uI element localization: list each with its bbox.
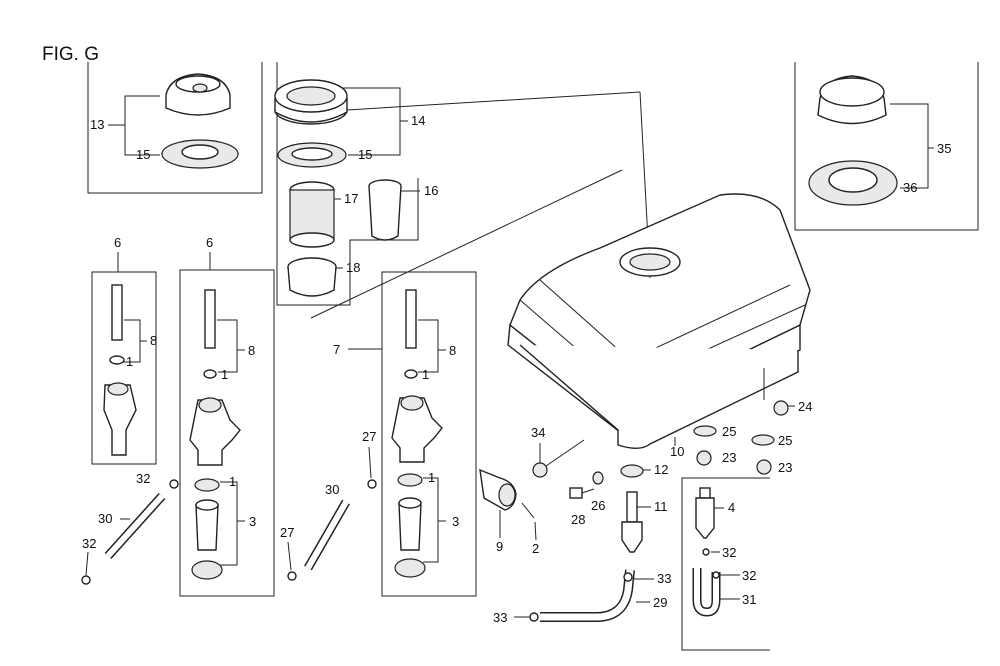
filter-box: 4 32 32 31 bbox=[681, 477, 770, 651]
gasket-36 bbox=[808, 160, 898, 206]
callout-3b: 3 bbox=[452, 514, 459, 529]
callout-7: 7 bbox=[333, 342, 340, 357]
callout-25a: 25 bbox=[722, 424, 736, 439]
callout-8c: 8 bbox=[449, 343, 456, 358]
callout-1d: 1 bbox=[422, 367, 429, 382]
callout-17: 17 bbox=[344, 191, 358, 206]
callout-15: 15 bbox=[136, 147, 150, 162]
callout-26: 26 bbox=[591, 498, 605, 513]
valve-body bbox=[103, 355, 137, 456]
hose-31 bbox=[692, 568, 721, 617]
callout-23b: 23 bbox=[778, 460, 792, 475]
callout-31: 31 bbox=[742, 592, 756, 607]
fuel-cap-35 bbox=[817, 75, 887, 125]
callout-1b: 1 bbox=[221, 367, 228, 382]
callout-32d: 32 bbox=[742, 568, 756, 583]
knob-9 bbox=[479, 468, 517, 511]
valve-rod bbox=[111, 284, 123, 341]
bolt-28 bbox=[569, 487, 595, 499]
callout-15b: 15 bbox=[358, 147, 372, 162]
callout-29: 29 bbox=[653, 595, 667, 610]
callout-8b: 8 bbox=[248, 343, 255, 358]
washer-12 bbox=[620, 464, 644, 478]
valve-box-6: 6 8 1 bbox=[91, 235, 157, 465]
callout-4: 4 bbox=[728, 500, 735, 515]
fuel-cap-box-left: 13 15 bbox=[87, 62, 263, 194]
callout-28: 28 bbox=[571, 512, 585, 527]
callout-34: 34 bbox=[531, 425, 545, 440]
callout-1a: 1 bbox=[126, 354, 133, 369]
callout-18: 18 bbox=[346, 260, 360, 275]
bolt-24 bbox=[763, 368, 789, 416]
clip-32b bbox=[81, 575, 91, 585]
nut-23a bbox=[696, 450, 712, 466]
callout-10: 10 bbox=[670, 444, 684, 459]
callout-13: 13 bbox=[90, 117, 104, 132]
callout-14: 14 bbox=[411, 113, 425, 128]
tube-30-mid bbox=[304, 499, 350, 571]
clip-32c bbox=[702, 548, 710, 556]
callout-9: 9 bbox=[496, 539, 503, 554]
clip-32d bbox=[712, 571, 720, 579]
clip-33a bbox=[623, 572, 633, 582]
fuel-cap-13 bbox=[165, 73, 231, 116]
callout-23a: 23 bbox=[722, 450, 736, 465]
valve-box-5: 6 8 1 1 3 bbox=[179, 235, 275, 597]
gasket-15b bbox=[277, 142, 347, 168]
callout-16: 16 bbox=[424, 183, 438, 198]
callout-11: 11 bbox=[654, 499, 668, 514]
nut-23b bbox=[756, 459, 772, 475]
washer-26 bbox=[592, 471, 604, 485]
callout-3a: 3 bbox=[249, 514, 256, 529]
clip-33b bbox=[529, 612, 539, 622]
callout-27a: 27 bbox=[362, 429, 376, 444]
fuel-line-29 bbox=[540, 569, 635, 622]
fuel-valve-11 bbox=[621, 491, 643, 553]
callout-33a: 33 bbox=[657, 571, 671, 586]
callout-12: 12 bbox=[654, 462, 668, 477]
callout-27b: 27 bbox=[280, 525, 294, 540]
bolt-34 bbox=[532, 439, 585, 478]
strainer-17 bbox=[289, 181, 335, 248]
callout-6b: 6 bbox=[206, 235, 213, 250]
strainer-16 bbox=[368, 179, 402, 241]
callout-6a: 6 bbox=[114, 235, 121, 250]
tube-30-left bbox=[104, 492, 166, 560]
callout-25b: 25 bbox=[778, 433, 792, 448]
clip-27a bbox=[367, 479, 377, 489]
fuel-tank-10 bbox=[507, 193, 811, 449]
callout-35: 35 bbox=[937, 141, 951, 156]
washer-25a bbox=[693, 425, 717, 437]
collar-18 bbox=[287, 257, 337, 297]
callout-32a: 32 bbox=[136, 471, 150, 486]
callout-8a: 8 bbox=[150, 333, 157, 348]
callout-30b: 30 bbox=[325, 482, 339, 497]
screw-2 bbox=[521, 502, 535, 519]
washer-25b bbox=[751, 434, 775, 446]
callout-24: 24 bbox=[798, 399, 812, 414]
callout-32c: 32 bbox=[722, 545, 736, 560]
callout-32b: 32 bbox=[82, 536, 96, 551]
fuel-cap-14 bbox=[274, 79, 348, 125]
callout-33b: 33 bbox=[493, 610, 507, 625]
fuel-filter-4 bbox=[695, 487, 715, 539]
valve-box-7: 7 8 1 1 3 bbox=[333, 271, 477, 597]
callout-2: 2 bbox=[532, 541, 539, 556]
callout-30a: 30 bbox=[98, 511, 112, 526]
fuel-cap-box-right: 35 36 bbox=[794, 62, 979, 231]
clip-27b bbox=[287, 571, 297, 581]
strainer-box: 14 15 17 16 18 bbox=[274, 62, 649, 319]
callout-36: 36 bbox=[903, 180, 917, 195]
callout-1c: 1 bbox=[229, 474, 236, 489]
clip-32a bbox=[169, 479, 179, 489]
figure-title: FIG. G bbox=[42, 44, 99, 65]
callout-1e: 1 bbox=[428, 470, 435, 485]
gasket-15 bbox=[161, 139, 239, 169]
